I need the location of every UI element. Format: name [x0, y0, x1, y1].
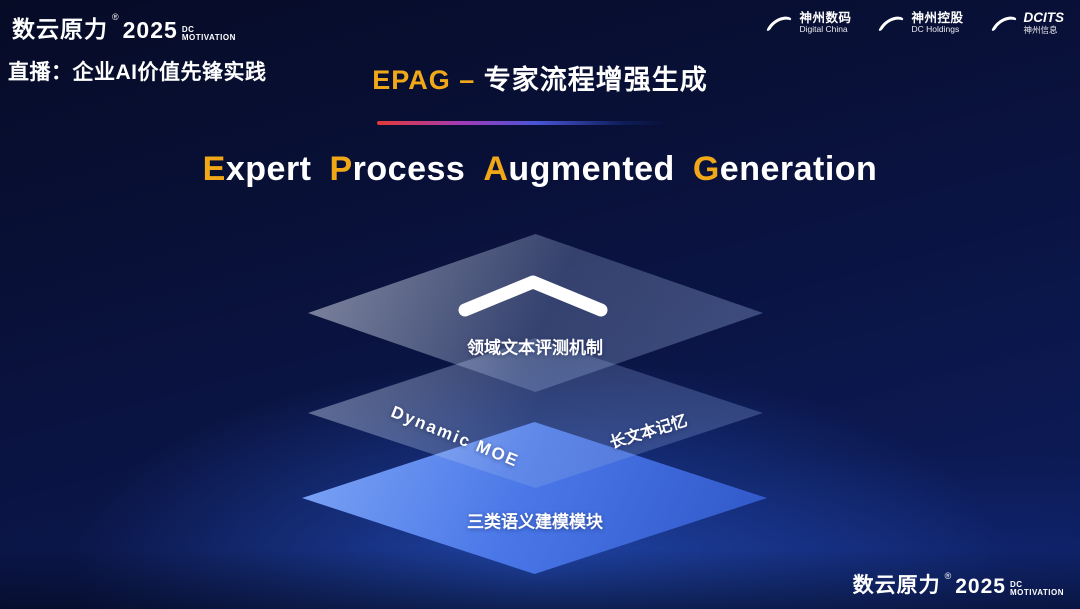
brand-logo-bottom: 数云原力 ® 2025 DC MOTIVATION — [853, 569, 1064, 599]
partner-digital-china: 神州数码 Digital China — [765, 10, 851, 35]
slide-title: EPAG – 专家流程增强生成 — [372, 58, 708, 97]
partner-subtitle: Digital China — [799, 23, 848, 34]
title-rest: ugmented — [508, 150, 675, 188]
brand-dc: DC — [1009, 580, 1023, 589]
title-word: Augmented — [483, 150, 675, 188]
slide-title-acronym: EPAG – — [372, 65, 476, 95]
brand-year: 2025 — [122, 17, 178, 43]
registered-mark: ® — [112, 12, 119, 22]
layer-bottom-label: 三类语义建模模块 — [467, 512, 603, 532]
swoosh-icon — [990, 12, 1018, 34]
title-rest: rocess — [352, 150, 466, 188]
brand-name: 数云原力 — [12, 16, 108, 42]
partner-name: 神州数码 — [799, 10, 852, 25]
partner-dcits: DCITS 神州信息 — [990, 10, 1065, 35]
registered-mark: ® — [944, 571, 952, 581]
title-initial: E — [202, 150, 226, 188]
layer-stack-diagram: 领域文本评测机制 Dynamic MOE 长文本记忆 三类语义建模模块 — [260, 225, 820, 575]
gradient-divider — [377, 121, 665, 125]
brand-suffix: DC MOTIVATION — [1010, 581, 1064, 599]
title-word: Generation — [693, 150, 878, 188]
main-title: Expert Process Augmented Generation — [194, 150, 887, 189]
title-rest: xpert — [225, 150, 312, 188]
partner-name: 神州控股 — [911, 10, 964, 25]
partner-name: DCITS — [1023, 10, 1065, 25]
swoosh-icon — [765, 12, 793, 34]
title-initial: P — [329, 150, 353, 188]
chevron-up-icon — [458, 275, 608, 317]
brand-motivation: MOTIVATION — [1009, 588, 1064, 597]
partner-text: 神州控股 DC Holdings — [911, 11, 963, 35]
brand-suffix: DC MOTIVATION — [182, 26, 236, 44]
layer-top-label: 领域文本评测机制 — [467, 338, 603, 358]
live-topic-label: 直播：企业AI价值先锋实践 — [8, 61, 267, 84]
title-initial: A — [483, 150, 509, 188]
partner-logos: 神州数码 Digital China 神州控股 DC Holdings DCIT… — [765, 10, 1064, 35]
brand-motivation: MOTIVATION — [181, 33, 236, 42]
brand-name: 数云原力 — [852, 574, 941, 597]
brand-year: 2025 — [955, 575, 1006, 598]
title-initial: G — [692, 150, 720, 188]
partner-subtitle: DC Holdings — [911, 23, 960, 34]
swoosh-icon — [877, 12, 905, 34]
title-word: Process — [329, 150, 465, 188]
slide-title-chinese: 专家流程增强生成 — [475, 65, 708, 95]
title-rest: eneration — [719, 150, 878, 188]
partner-text: DCITS 神州信息 — [1024, 10, 1065, 35]
brand-dc: DC — [181, 25, 195, 34]
brand-logo-top: 数云原力 ® 2025 DC MOTIVATION — [12, 10, 236, 44]
partner-text: 神州数码 Digital China — [799, 11, 851, 35]
partner-dc-holdings: 神州控股 DC Holdings — [877, 10, 963, 35]
title-word: Expert — [203, 150, 312, 188]
partner-subtitle: 神州信息 — [1023, 24, 1058, 35]
